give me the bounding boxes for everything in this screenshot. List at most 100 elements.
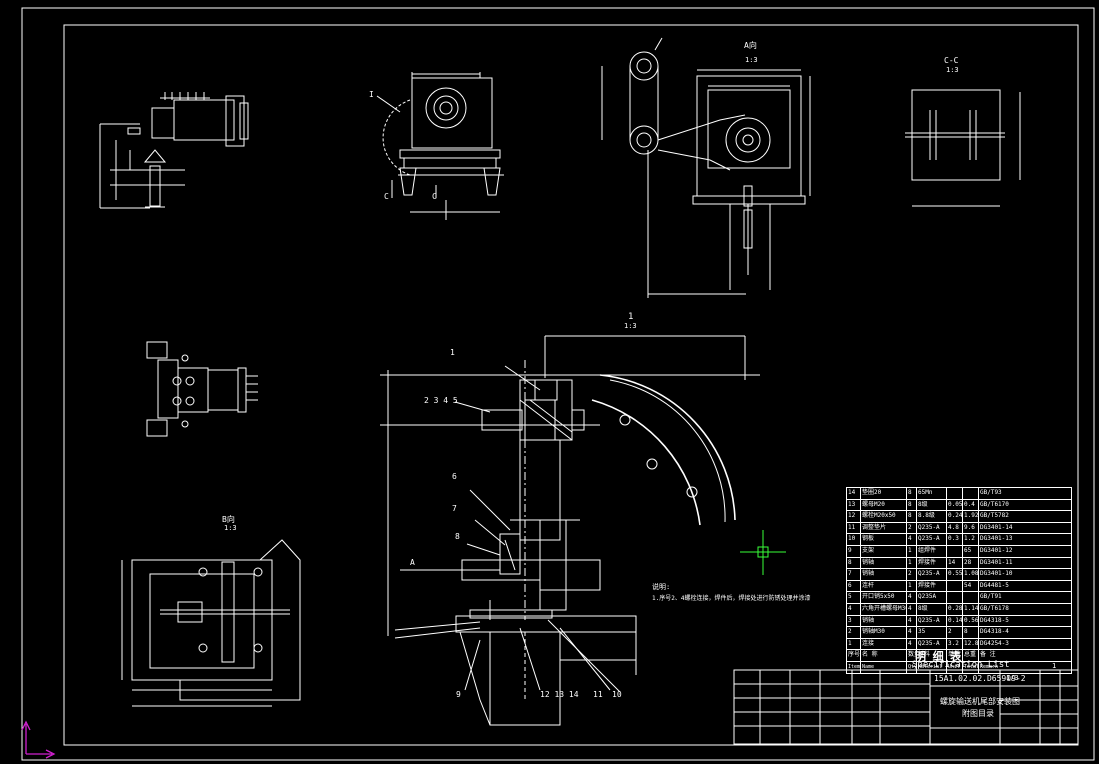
bom-cell-name: 螺栓M20x50	[861, 511, 907, 522]
spec-list-sheet: 1	[1052, 662, 1057, 670]
bom-cell-header-en: Qty	[907, 661, 917, 673]
inner-border	[63, 24, 1079, 746]
balloon-6: 6	[452, 472, 457, 481]
bom-cell-qty: 1	[907, 580, 917, 592]
bom-cell-header-en: Material	[917, 661, 947, 673]
bom-cell-header: 总重	[963, 650, 979, 661]
bom-cell-name: 螺母M20	[861, 499, 907, 511]
bom-cell-w2: 12.8	[963, 638, 979, 650]
bom-cell-header-en: Name	[861, 661, 907, 673]
bom-cell-w2	[963, 488, 979, 499]
bom-cell-no: 9	[847, 545, 861, 557]
bom-cell-qty: 4	[907, 638, 917, 650]
bom-cell-std: DG4318-4	[980, 628, 1009, 636]
bom-cell-name: 开口销5x50	[861, 592, 907, 603]
bom-cell-w1: 3.2	[947, 638, 963, 650]
bom-cell-header: 序号	[847, 650, 861, 661]
bom-cell-qty: 1	[907, 557, 917, 569]
bom-cell-material: Q235-A	[917, 534, 947, 545]
bom-cell-std: GB/T6170	[980, 500, 1009, 508]
bom-cell-std: DG3401-14	[980, 523, 1013, 531]
crosshair-cursor	[740, 530, 786, 575]
spec-list-subtitle: Specification List	[912, 660, 1010, 670]
drawing-number: 15A1.02.02.D65909-2	[934, 674, 1026, 683]
section-1-scale: 1:3	[624, 322, 637, 330]
note-title: 说明:	[652, 583, 671, 591]
detail-i-label: I	[369, 90, 374, 99]
bom-cell-no: 1	[847, 638, 861, 650]
bom-cell-header-en: Item	[847, 661, 861, 673]
bom-cell-material: 焊接件	[917, 580, 947, 592]
drawing-title-line2: 附图目录	[962, 709, 994, 718]
bom-cell-std: DG3401-11	[980, 558, 1013, 566]
bom-cell-no: 4	[847, 603, 861, 615]
bom-cell-w2: 1.14	[963, 603, 979, 615]
balloon-2-5: 2 3 4 5	[424, 396, 458, 405]
bom-cell-material: Q235-A	[917, 638, 947, 650]
b-view	[121, 539, 301, 707]
bom-cell-material: Q235-A	[917, 615, 947, 627]
bom-cell-std: GB/T91	[980, 593, 1002, 601]
bom-cell-no: 12	[847, 511, 861, 522]
balloon-12-14: 12 13 14	[540, 690, 579, 699]
bom-cell-no: 11	[847, 522, 861, 534]
front-view-top-center	[376, 72, 504, 220]
bom-cell-w1	[947, 580, 963, 592]
bom-cell-std: DG4254-3	[980, 639, 1009, 647]
bom-cell-qty: 8	[907, 511, 917, 522]
bom-cell-w1	[947, 545, 963, 557]
bom-cell-std: GB/T5782	[980, 512, 1009, 520]
bom-cell-material: Q235-A	[917, 569, 947, 580]
a-view-scale: 1:3	[745, 56, 758, 64]
arrow-c-left-label: C	[384, 192, 389, 201]
bom-cell-w1: 4.8	[947, 522, 963, 534]
bom-cell-qty: 4	[907, 534, 917, 545]
bom-cell-no: 6	[847, 580, 861, 592]
bom-cell-qty: 8	[907, 488, 917, 499]
ucs-icon	[21, 720, 56, 759]
bom-cell-material: 组焊件	[917, 545, 947, 557]
bom-cell-w2: 1.08	[963, 569, 979, 580]
bom-cell-w2: 65	[963, 545, 979, 557]
bom-cell-std: DG3401-13	[980, 535, 1013, 543]
balloon-11: 11	[593, 690, 603, 699]
bom-cell-w1	[947, 592, 963, 603]
balloon-7: 7	[452, 504, 457, 513]
bom-cell-no: 13	[847, 499, 861, 511]
balloon-8: 8	[455, 532, 460, 541]
bom-cell-std: DG3401-12	[980, 546, 1013, 554]
bom-cell-no: 10	[847, 534, 861, 545]
bom-cell-w1: 0.28	[947, 603, 963, 615]
cc-view-scale: 1:3	[946, 66, 959, 74]
bom-cell-material: Q235A	[917, 592, 947, 603]
cc-view-title: C-C	[944, 56, 959, 65]
bom-cell-header-en: Remark	[980, 663, 999, 670]
bom-cell-w2	[963, 592, 979, 603]
section-1-number: 1	[628, 312, 634, 322]
bom-cell-material: 35	[917, 627, 947, 638]
balloon-9: 9	[456, 690, 461, 699]
bom-cell-w2: 0.56	[963, 615, 979, 627]
drawing-title-line1: 螺旋输送机尾部安装图	[940, 697, 1020, 706]
arrow-a-label: A	[410, 558, 415, 567]
bom-cell-std: DG4318-5	[980, 616, 1009, 624]
bom-cell-name: 销轴	[861, 557, 907, 569]
bom-cell-w1: 14	[947, 557, 963, 569]
bom-cell-name: 垫圈20	[861, 488, 907, 499]
bom-cell-w1: 0.05	[947, 499, 963, 511]
balloon-10: 10	[612, 690, 622, 699]
bom-cell-qty: 4	[907, 592, 917, 603]
